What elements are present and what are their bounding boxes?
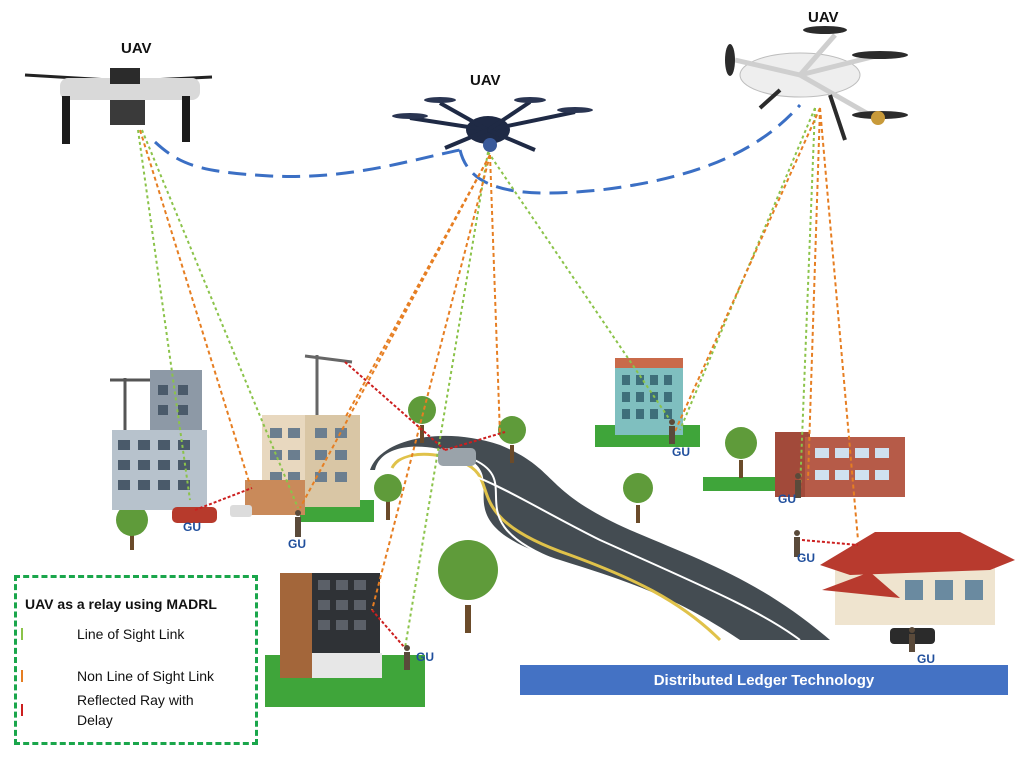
tree-2 <box>374 474 402 520</box>
reflected-link <box>371 609 406 649</box>
road <box>370 435 830 642</box>
ground-users <box>295 419 915 670</box>
nlos-swatch-icon <box>21 670 23 682</box>
gu-label: GU <box>183 520 201 534</box>
tree-3 <box>408 396 436 443</box>
legend-item-label: Line of Sight Link <box>77 626 185 642</box>
tree-4 <box>498 416 526 463</box>
nlos-link <box>371 154 491 611</box>
modern-office-building <box>280 573 382 678</box>
nlos-link <box>671 107 821 439</box>
reflected-link <box>801 539 859 546</box>
car-white-1 <box>230 505 252 517</box>
los-link <box>137 129 191 501</box>
car-red <box>172 507 217 523</box>
gu-label: GU <box>797 551 815 565</box>
uav-label-right: UAV <box>808 9 839 26</box>
uav-label-left: UAV <box>121 40 152 57</box>
tree-6 <box>725 427 757 478</box>
gu-label: GU <box>672 445 690 459</box>
ground-user-3 <box>669 419 675 444</box>
car-silver <box>438 448 476 466</box>
nlos-link <box>819 107 859 541</box>
nlos-link <box>807 107 821 481</box>
gu-label: GU <box>917 652 935 666</box>
nlos-link <box>299 154 491 509</box>
uav-link-left-center <box>153 140 461 179</box>
nlos-link <box>139 129 251 486</box>
reflected-link <box>194 487 253 511</box>
legend-box: UAV as a relay using MADRL Line of Sight… <box>14 575 258 745</box>
ground-user-6 <box>909 627 915 652</box>
apartment-building-center-left <box>245 354 360 515</box>
uav-label-center: UAV <box>470 72 501 89</box>
dlt-banner: Distributed Ledger Technology <box>520 665 1008 695</box>
tree-1 <box>116 504 148 550</box>
gu-label: GU <box>778 492 796 506</box>
legend-title: UAV as a relay using MADRL <box>25 596 217 612</box>
ground-user-1 <box>295 510 301 537</box>
los-swatch-icon <box>21 628 23 640</box>
uav-left-quadcopter <box>24 68 213 144</box>
construction-building-left <box>110 370 207 510</box>
nlos-link <box>489 154 501 436</box>
trees <box>116 396 757 633</box>
los-link <box>141 129 299 509</box>
ground-user-2 <box>404 645 410 670</box>
tree-5 <box>623 473 653 523</box>
gu-label: GU <box>288 537 306 551</box>
buildings <box>110 354 1015 678</box>
school-building <box>775 432 905 497</box>
legend-item-reflected: Reflected Ray with Delay <box>21 690 251 734</box>
reflected-link <box>444 431 506 451</box>
ground-user-4 <box>795 473 801 498</box>
uav-link-center-right <box>458 104 802 195</box>
tree-7 <box>438 540 498 633</box>
uav-links <box>153 104 802 195</box>
los-link <box>799 107 816 491</box>
ground-user-5 <box>794 530 800 557</box>
gu-label: GU <box>416 650 434 664</box>
legend-item-label: Non Line of Sight Link <box>77 668 214 684</box>
reflected-swatch-icon <box>21 704 23 716</box>
house <box>820 532 1015 644</box>
nlos-links <box>139 107 859 611</box>
uav-right-quadcopter <box>725 26 908 141</box>
reflected-links <box>194 361 859 649</box>
uav-center-hexacopter <box>392 97 593 152</box>
legend-item-label: Reflected Ray with Delay <box>77 692 194 728</box>
reflected-link <box>344 361 446 451</box>
